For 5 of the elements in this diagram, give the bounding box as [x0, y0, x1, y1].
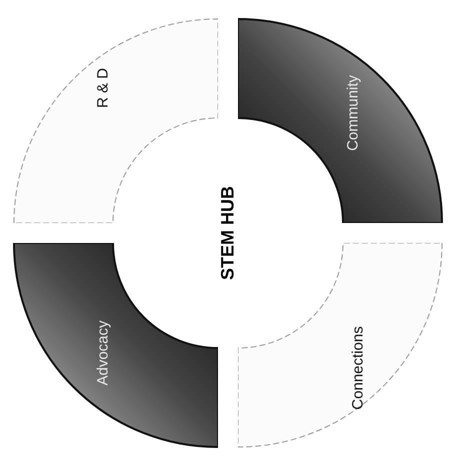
segment-label: R & D: [94, 68, 112, 108]
segment-label: Advocacy: [94, 320, 112, 386]
segment-label: Community: [344, 75, 362, 151]
hub-title: STEM HUB: [218, 186, 238, 280]
segment-label: Connections: [350, 326, 366, 410]
